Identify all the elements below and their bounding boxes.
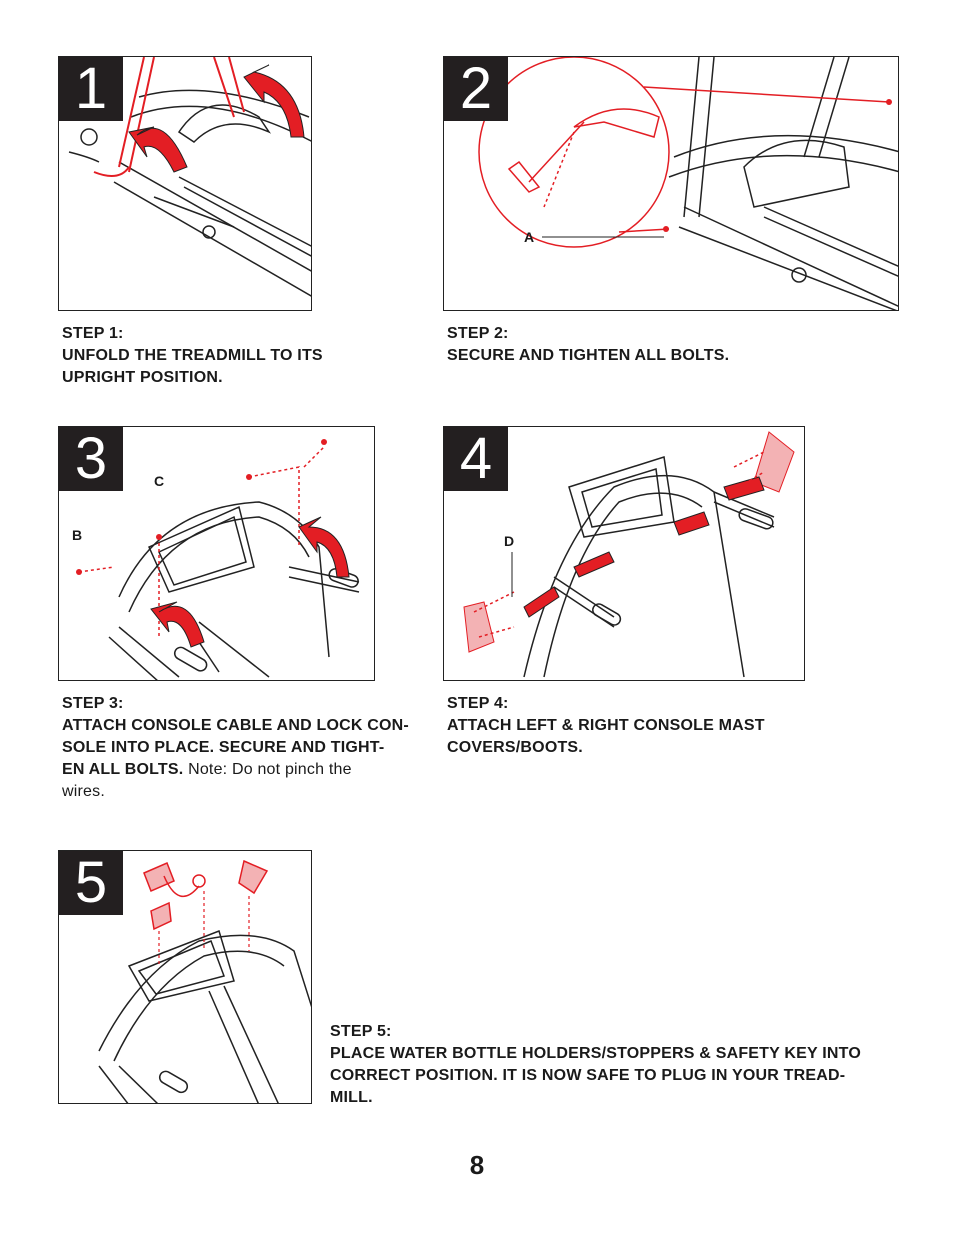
step-3-line-1: ATTACH CONSOLE CABLE AND LOCK CON- <box>62 717 409 734</box>
step-5-line-2: CORRECT POSITION. IT IS NOW SAFE TO PLUG… <box>330 1067 846 1084</box>
step-5-line-3: MILL. <box>330 1089 373 1106</box>
step-4-line-2: COVERS/BOOTS. <box>447 739 583 756</box>
callout-d: D <box>504 533 515 549</box>
step-3-number: 3 <box>59 427 123 491</box>
step-1-line-2: UPRIGHT POSITION. <box>62 369 223 386</box>
step-3-note: Note: Do not pinch the <box>183 761 352 778</box>
step-2-line-1: SECURE AND TIGHTEN ALL BOLTS. <box>447 347 730 364</box>
attach-console-drawing <box>76 439 360 680</box>
step-2-number: 2 <box>444 57 508 121</box>
step-2-title: STEP 2: <box>447 325 509 342</box>
callout-c: C <box>154 473 165 489</box>
step-1-caption: STEP 1: UNFOLD THE TREADMILL TO ITS UPRI… <box>62 323 323 389</box>
step-1-illustration: 1 <box>58 56 312 311</box>
page-number: 8 <box>469 1150 485 1180</box>
secure-bolts-drawing <box>478 57 898 310</box>
step-2-illustration: 2 A <box>443 56 899 311</box>
step-1-number: 1 <box>59 57 123 121</box>
step-1-line-1: UNFOLD THE TREADMILL TO ITS <box>62 347 323 364</box>
step-4-caption: STEP 4: ATTACH LEFT & RIGHT CONSOLE MAST… <box>447 693 765 759</box>
step-5-title: STEP 5: <box>330 1023 392 1040</box>
callout-b: B <box>72 527 83 543</box>
step-3-line-2: SOLE INTO PLACE. SECURE AND TIGHT- <box>62 739 385 756</box>
step-5-caption: STEP 5: PLACE WATER BOTTLE HOLDERS/STOPP… <box>330 1021 861 1109</box>
step-5-number: 5 <box>59 851 123 915</box>
step-4-line-1: ATTACH LEFT & RIGHT CONSOLE MAST <box>447 717 765 734</box>
step-4-number: 4 <box>444 427 508 491</box>
step-1-title: STEP 1: <box>62 325 124 342</box>
water-bottle-key-drawing <box>98 859 311 1103</box>
step-3-illustration: 3 B C <box>58 426 375 681</box>
step-4-illustration: 4 D <box>443 426 805 681</box>
mast-covers-drawing <box>463 431 795 678</box>
unfold-treadmill-drawing <box>68 57 311 297</box>
callout-a: A <box>524 229 535 245</box>
step-2-caption: STEP 2: SECURE AND TIGHTEN ALL BOLTS. <box>447 323 729 367</box>
step-3-line-3: EN ALL BOLTS. <box>62 761 184 778</box>
step-3-caption: STEP 3: ATTACH CONSOLE CABLE AND LOCK CO… <box>62 693 409 803</box>
step-5-line-1: PLACE WATER BOTTLE HOLDERS/STOPPERS & SA… <box>330 1045 861 1062</box>
step-5-illustration: 5 <box>58 850 312 1104</box>
step-3-title: STEP 3: <box>62 695 124 712</box>
step-3-note-2: wires. <box>62 783 105 800</box>
step-4-title: STEP 4: <box>447 695 509 712</box>
